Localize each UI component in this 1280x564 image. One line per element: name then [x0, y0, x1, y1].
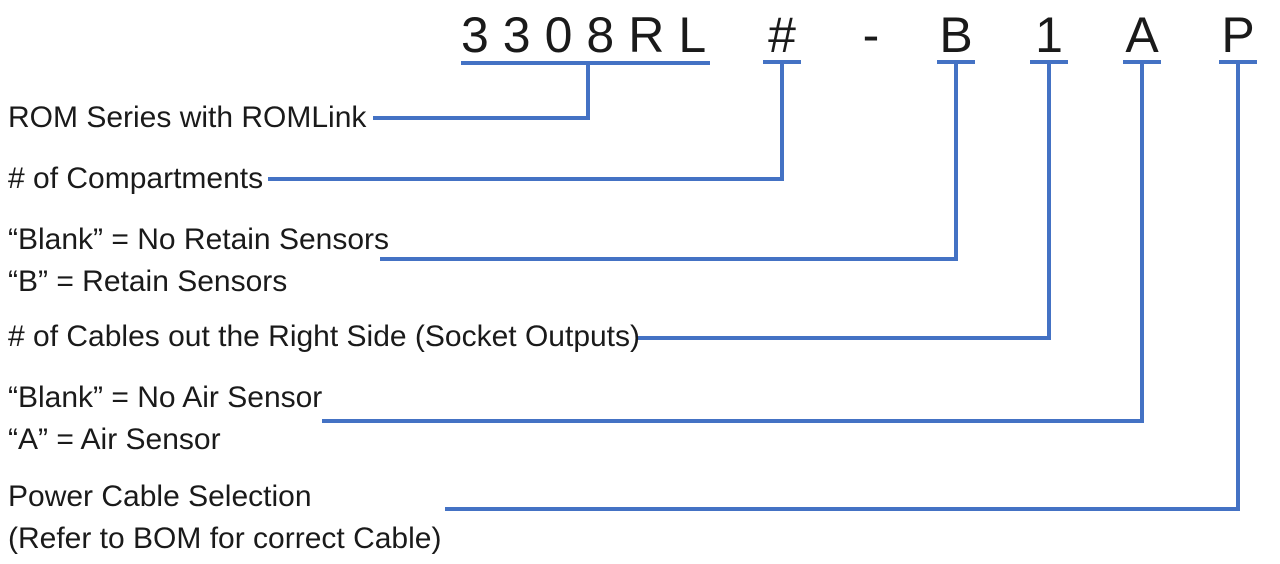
label-cables-right: # of Cables out the Right Side (Socket O… — [8, 316, 640, 358]
label-cables-right-text: # of Cables out the Right Side (Socket O… — [8, 320, 641, 353]
label-retain-b-text: “B” = Retain Sensors — [8, 265, 288, 298]
leader-line-power-cable — [445, 64, 1240, 511]
code-air-sensor: A — [1125, 7, 1159, 63]
code-separator: - — [862, 7, 880, 63]
underline-cables-right — [1030, 60, 1068, 64]
code-cables-right: 1 — [1035, 7, 1063, 63]
label-power-cable: Power Cable Selection (Refer to BOM for … — [8, 476, 441, 560]
label-retain-blank-text: “Blank” = No Retain Sensors — [8, 223, 390, 256]
label-air-sensor: “Blank” = No Air Sensor “A” = Air Sensor — [8, 377, 322, 461]
leader-line-cables-right — [637, 64, 1051, 340]
label-air-a-text: “A” = Air Sensor — [8, 423, 221, 456]
underline-retain-sensors — [937, 60, 975, 64]
label-compartments-text: # of Compartments — [8, 162, 264, 195]
code-series: 3308RL — [461, 7, 721, 63]
leader-line-retain-sensors — [380, 64, 958, 261]
underline-power-cable — [1219, 60, 1257, 64]
code-power-cable: P — [1221, 7, 1255, 63]
code-compartments-placeholder: # — [768, 7, 796, 63]
label-power-line1-text: Power Cable Selection — [8, 480, 312, 513]
leader-line-series — [373, 65, 590, 120]
underline-compartments — [763, 60, 801, 64]
label-rom-series-text: ROM Series with ROMLink — [8, 101, 367, 134]
code-retain-sensors: B — [939, 7, 973, 63]
leader-line-compartments — [268, 64, 784, 181]
label-rom-series: ROM Series with ROMLink — [8, 97, 366, 139]
leader-line-air-sensor — [322, 64, 1144, 423]
label-air-blank-text: “Blank” = No Air Sensor — [8, 381, 323, 414]
underline-air-sensor — [1123, 60, 1161, 64]
label-power-line2-text: (Refer to BOM for correct Cable) — [8, 522, 442, 555]
label-retain-sensors: “Blank” = No Retain Sensors “B” = Retain… — [8, 219, 389, 303]
underline-series — [461, 61, 710, 65]
label-compartments: # of Compartments — [8, 158, 263, 200]
